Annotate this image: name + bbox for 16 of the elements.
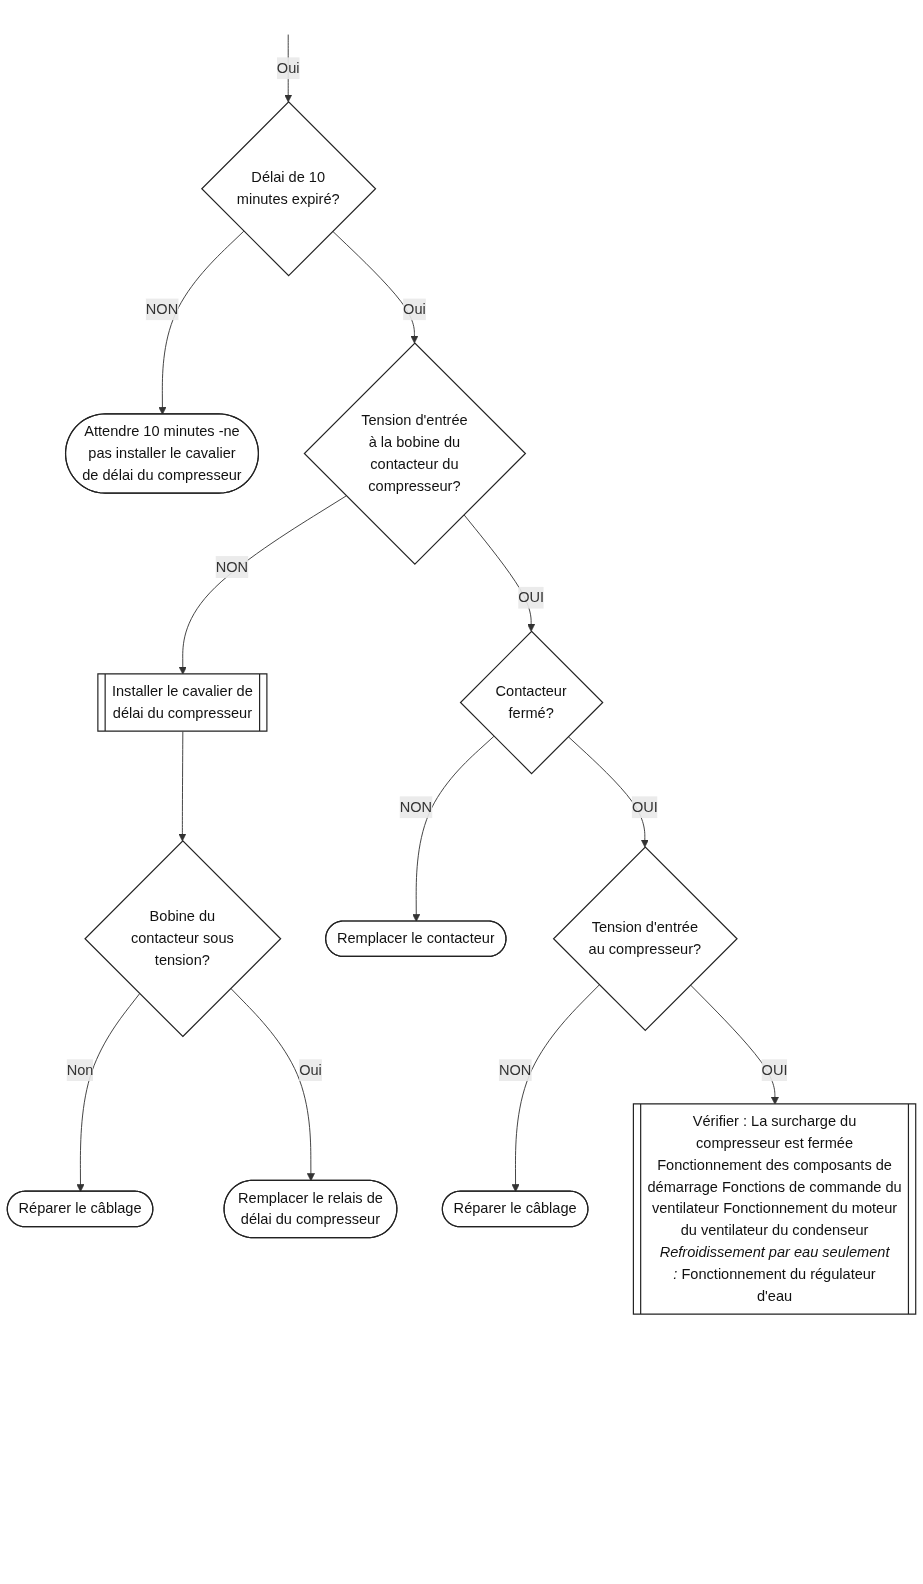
edge-label: Oui xyxy=(403,301,426,317)
edge-label: Oui xyxy=(299,1061,322,1078)
node-diamond: Tension d'entrée à la bobine du contacteur du compresseur? xyxy=(303,342,527,565)
edge-label: OUI xyxy=(518,589,545,605)
edge-label: Oui xyxy=(276,60,300,76)
node-diamond: Contacteur fermé? xyxy=(459,630,604,775)
node-diamond: Délai de 10 minutes expiré? xyxy=(200,101,377,277)
node-diamond: Tension d'entrée au compresseur? xyxy=(552,846,738,1032)
edge-label: NON xyxy=(215,558,248,575)
edge-label: OUI xyxy=(631,799,658,815)
edge-label: NON xyxy=(498,1061,532,1078)
node-diamond: Bobine du contacteur sous tension? xyxy=(84,840,282,1038)
edge-label: NON xyxy=(145,301,179,317)
edge-label: NON xyxy=(399,799,433,815)
edge-label: OUI xyxy=(761,1061,788,1078)
edge-label: Non xyxy=(66,1061,94,1078)
